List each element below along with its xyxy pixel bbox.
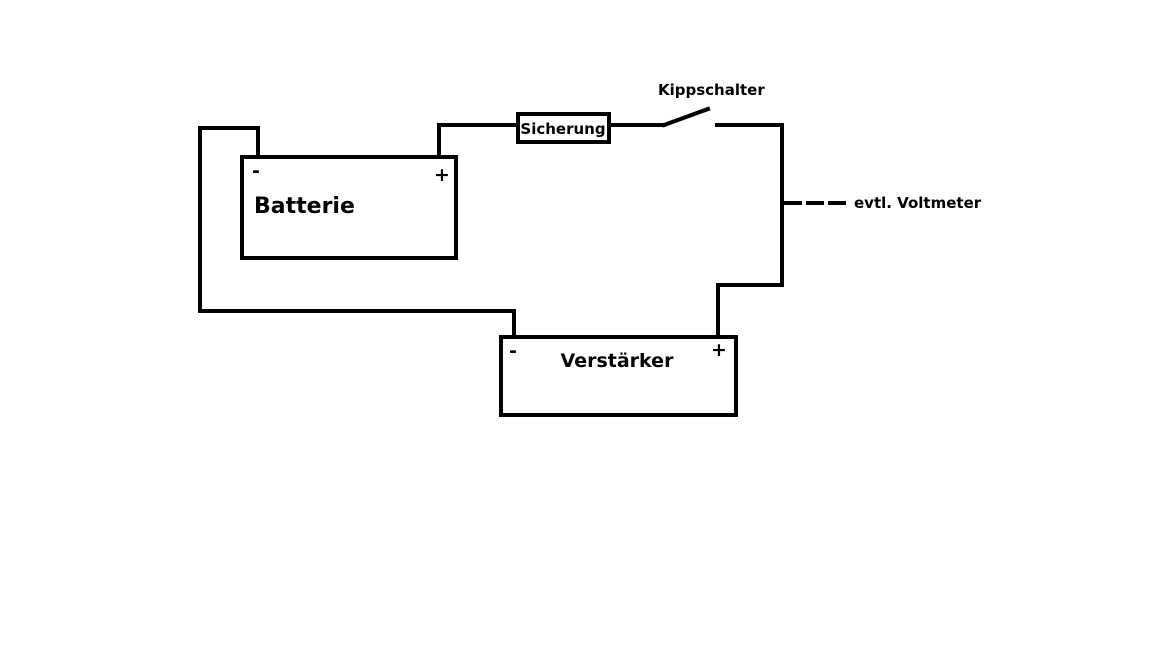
negative-wire [198, 126, 516, 339]
battery-plus-label: + [434, 164, 450, 186]
amplifier-plus-label: + [711, 339, 727, 361]
fuse-label: Sicherung [520, 120, 605, 138]
battery-minus-label: - [252, 160, 260, 182]
amplifier-minus-label: - [509, 340, 517, 362]
battery-label: Batterie [254, 194, 355, 219]
toggle-switch-lever [661, 106, 711, 128]
switch-label: Kippschalter [658, 81, 765, 99]
positive-wire-battery-to-fuse [437, 123, 520, 159]
positive-wire-switch-to-amplifier [715, 123, 784, 339]
amplifier-box [499, 335, 738, 417]
amplifier-label: Verstärker [561, 350, 675, 372]
fuse-box [516, 112, 611, 144]
battery-box [240, 155, 458, 260]
voltmeter-label: evtl. Voltmeter [854, 194, 982, 212]
